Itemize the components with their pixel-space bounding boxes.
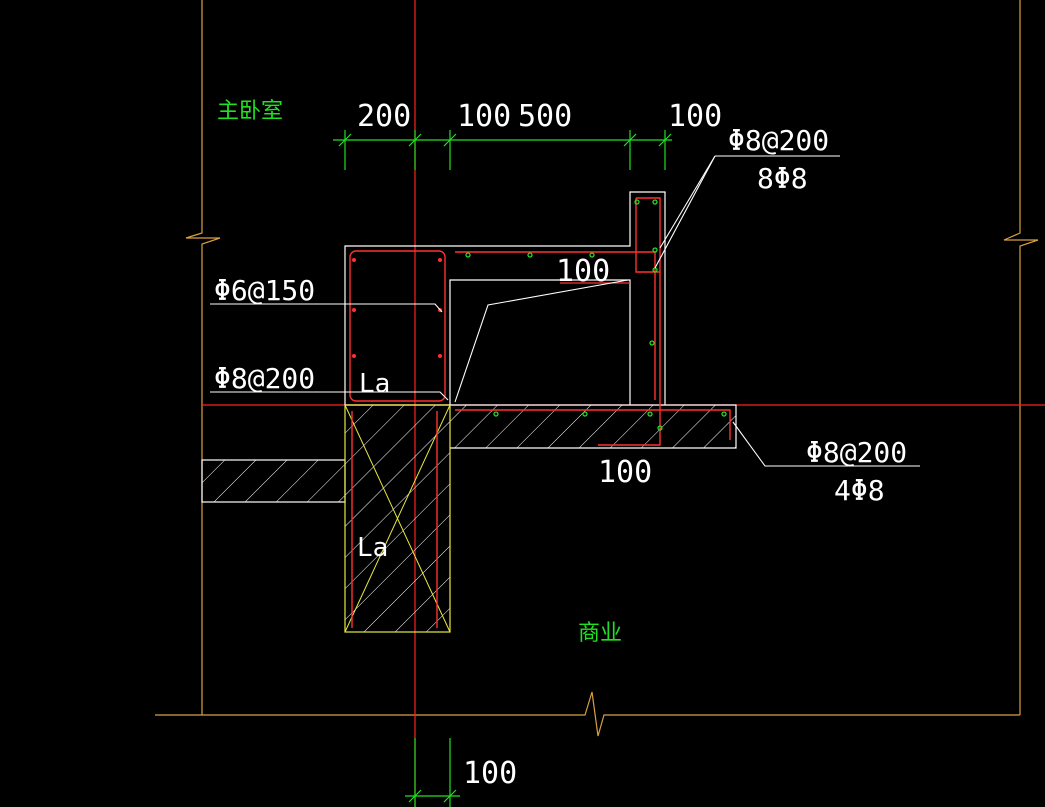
dimension-slab-bottom: 100	[598, 455, 652, 490]
room-label-commercial: 商业	[578, 621, 622, 646]
rebar-dots	[465, 199, 727, 431]
note-lower-right-spacing: Φ8@200	[806, 436, 907, 469]
room-label-master-bedroom: 主卧室	[217, 99, 283, 124]
dimension-500: 500	[518, 99, 572, 134]
anchorage-label-lower: La	[357, 533, 388, 563]
note-upper-right-spacing: Φ8@200	[728, 124, 829, 157]
note-upper-right-count: 8Φ8	[757, 162, 808, 195]
dimension-100-right: 100	[668, 99, 722, 134]
wall-outline	[155, 0, 1039, 737]
dimension-100-left: 100	[457, 99, 511, 134]
leader-lines	[210, 155, 920, 467]
dimension-inner-ledge: 100	[556, 254, 610, 289]
bottom-dimension-line	[405, 738, 460, 807]
top-dimension-line	[333, 130, 672, 170]
stirrup-dots	[352, 258, 442, 358]
note-left-stirrup: Φ6@150	[214, 274, 315, 307]
dimension-200: 200	[357, 99, 411, 134]
dimension-bottom: 100	[463, 756, 517, 791]
anchorage-label-upper: La	[359, 369, 390, 399]
axis-lines	[202, 0, 1045, 807]
beam-outline	[344, 191, 666, 405]
note-left-bar: Φ8@200	[214, 362, 315, 395]
note-lower-right-count: 4Φ8	[834, 474, 885, 507]
concrete-sections	[201, 404, 737, 633]
